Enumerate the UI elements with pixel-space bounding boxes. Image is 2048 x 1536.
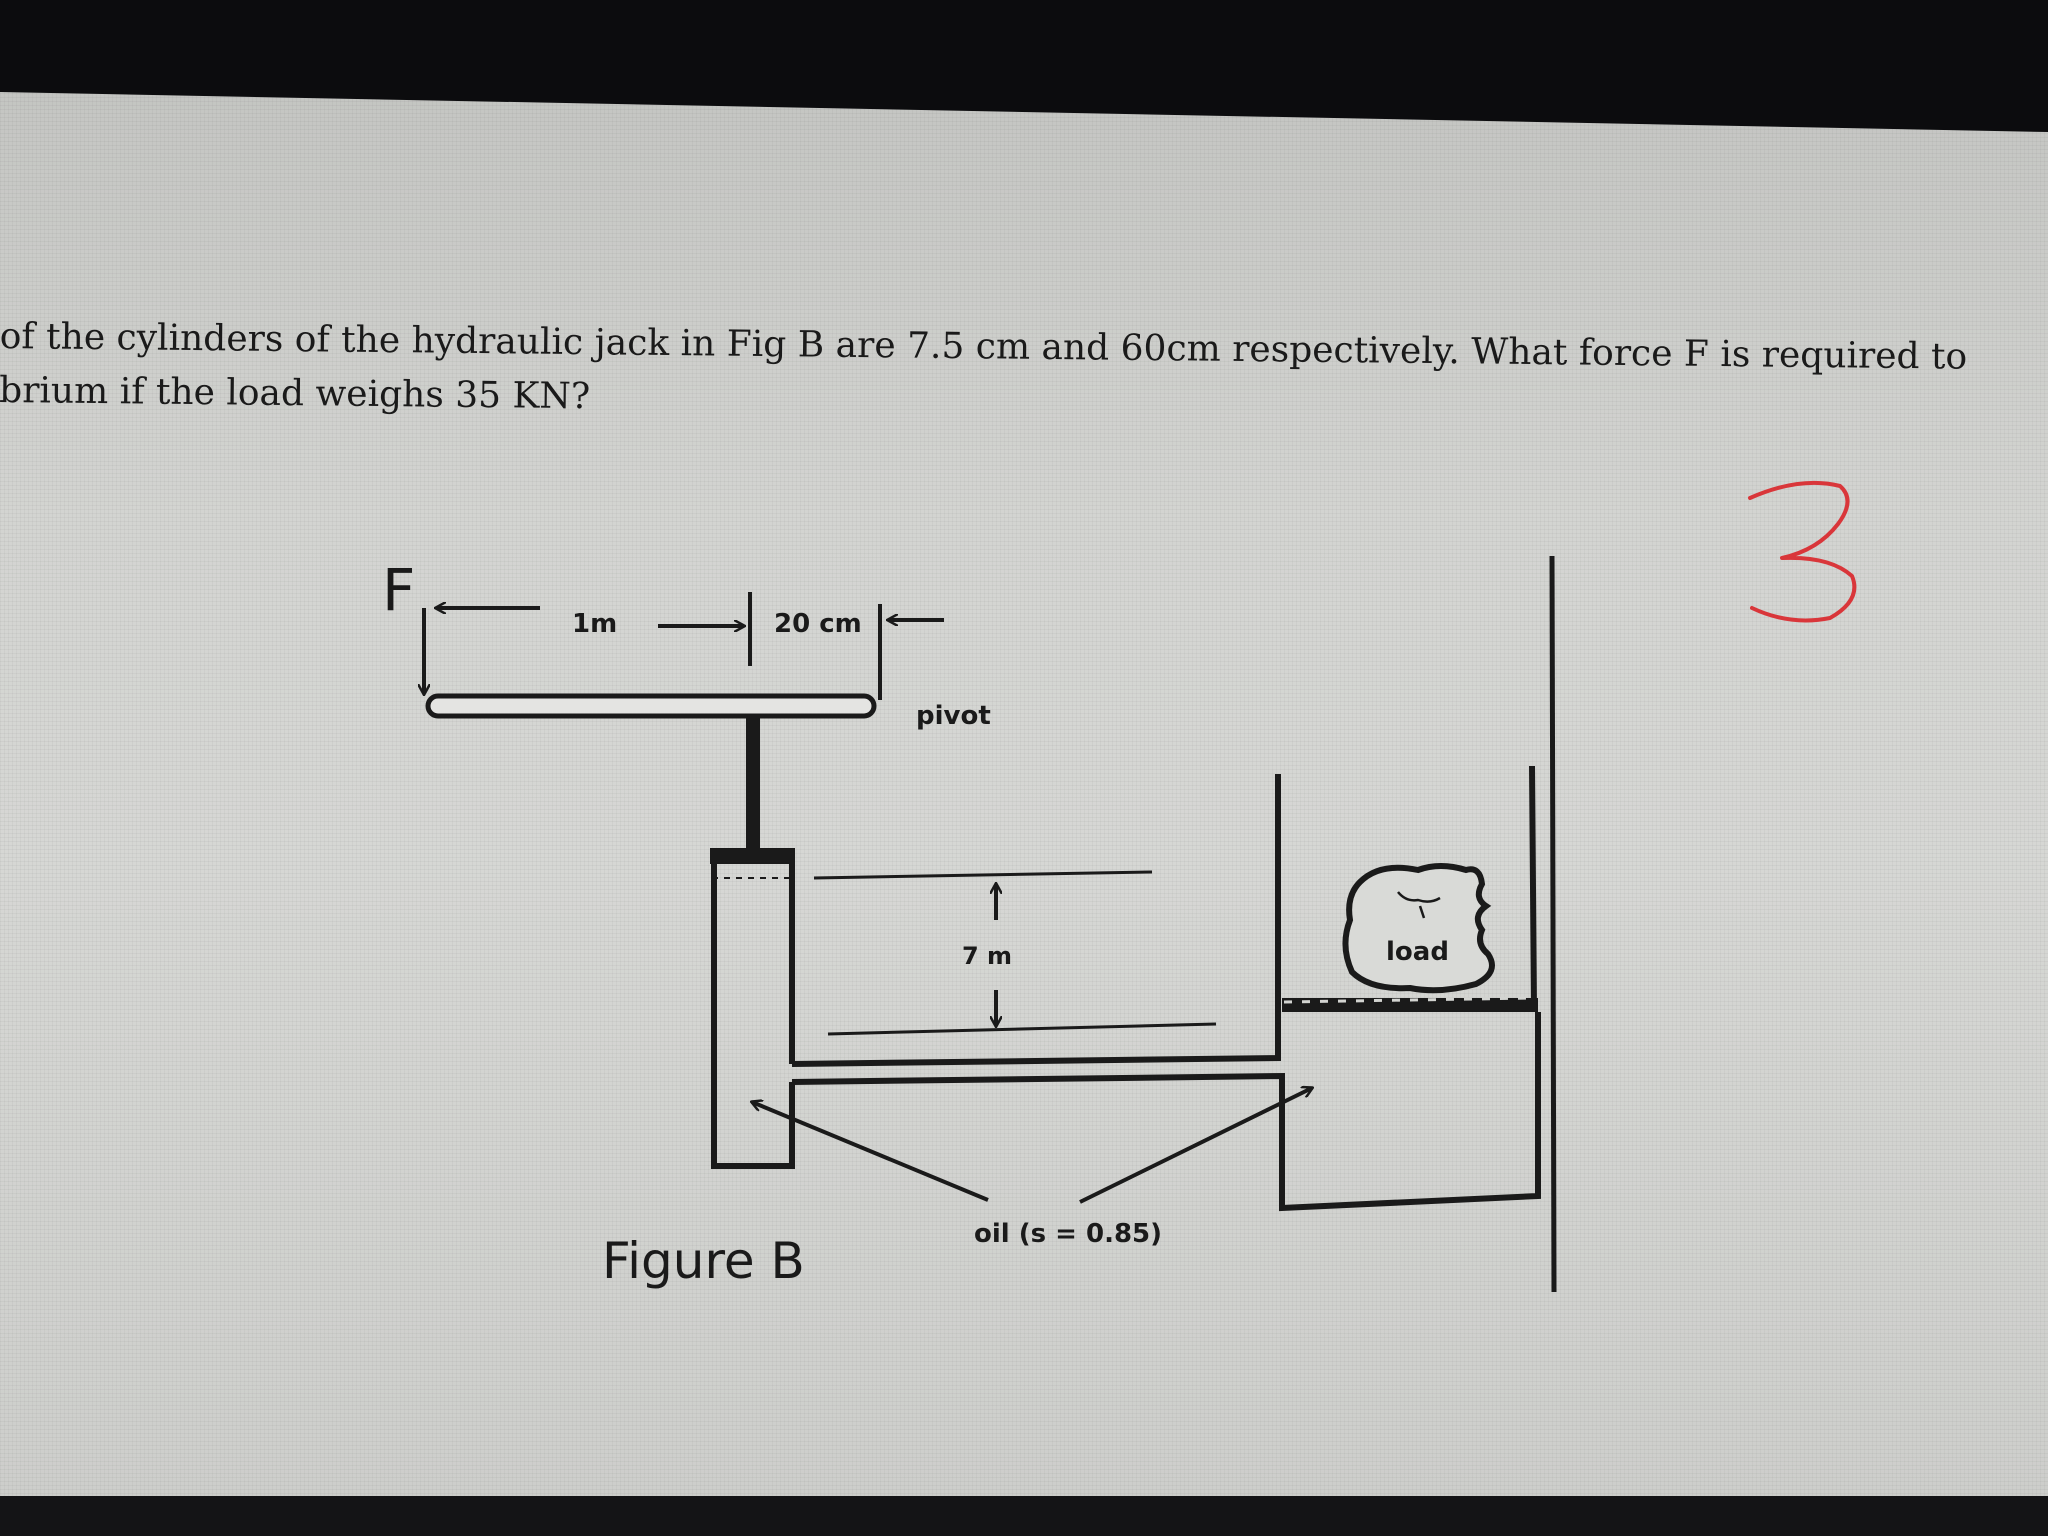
large-piston-hatch: [1283, 996, 1535, 1004]
small-piston: [710, 848, 794, 864]
wall-line: [1549, 555, 1557, 1293]
lever-right-length-label: 20 cm: [774, 609, 862, 639]
screen-area: [0, 92, 2048, 1502]
pipe-lower-wall: [791, 1012, 1541, 1212]
figure-caption: Figure B: [602, 1232, 805, 1290]
small-oil-level-line: [813, 870, 1153, 880]
large-cylinder-wall: [1529, 765, 1537, 1011]
pivot-label: pivot: [916, 701, 991, 731]
large-oil-level-line: [827, 1022, 1217, 1036]
load-blob: [1342, 863, 1495, 994]
monitor-bezel: [0, 1496, 2048, 1536]
oil-pointer-left: [752, 1102, 989, 1202]
large-piston: [1282, 998, 1538, 1012]
piston-rod: [746, 716, 760, 850]
lever-left-length-label: 1m: [572, 609, 617, 639]
small-cylinder: [711, 848, 795, 1169]
force-label: F: [382, 556, 415, 624]
oil-label: oil (s = 0.85): [974, 1219, 1162, 1249]
load-label: load: [1386, 937, 1449, 967]
pipe-upper-wall: [791, 774, 1281, 1067]
load-scribble: [1397, 891, 1441, 919]
lever-bar: [425, 693, 877, 719]
handwritten-three: [1748, 480, 1857, 623]
oil-pointer-right: [1079, 1088, 1312, 1204]
height-difference-label: 7 m: [962, 942, 1012, 970]
